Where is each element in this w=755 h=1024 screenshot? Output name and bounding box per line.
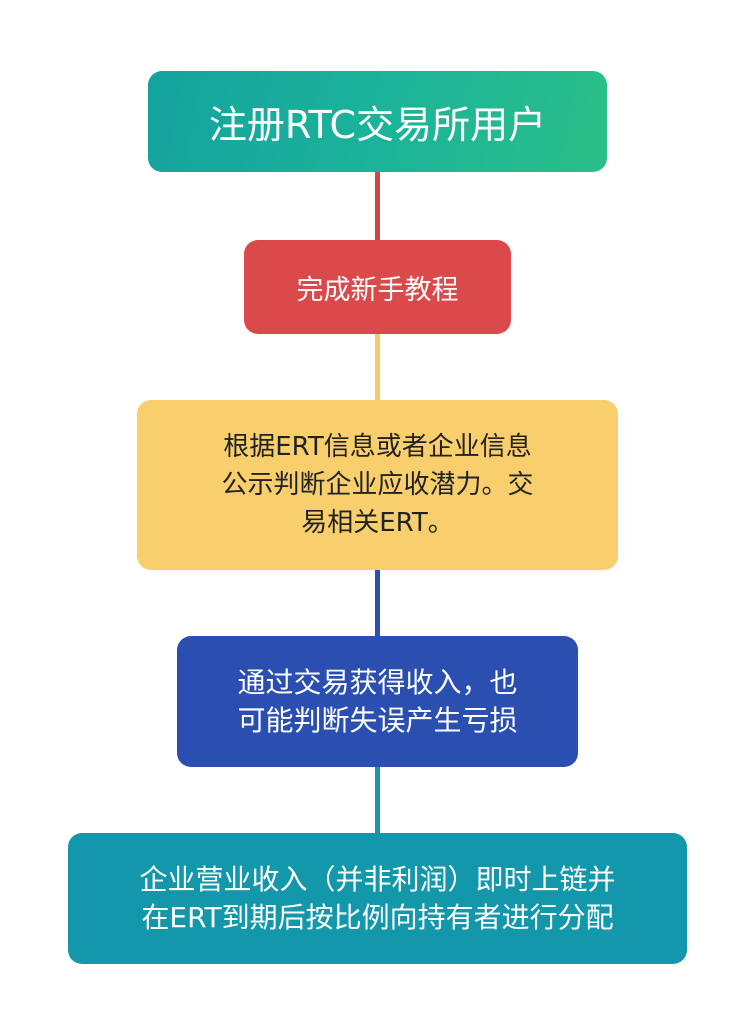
step-revenue-distribution: 企业营业收入（并非利润）即时上链并 在ERT到期后按比例向持有者进行分配 (68, 833, 687, 964)
step-text: 注册RTC交易所用户 (208, 103, 547, 147)
step-text-line: 易相关ERT。 (301, 508, 454, 538)
step-evaluate-and-trade: 根据ERT信息或者企业信息 公示判断企业应收潜力。交 易相关ERT。 (137, 400, 618, 570)
connector-3-4 (375, 570, 380, 636)
step-text-line: 公示判断企业应收潜力。交 (221, 470, 534, 500)
step-text: 完成新手教程 (296, 274, 459, 306)
step-text-line: 可能判断失误产生亏损 (237, 703, 518, 737)
connector-4-5 (375, 767, 380, 833)
step-text-line: 在ERT到期后按比例向持有者进行分配 (141, 900, 614, 934)
step-text-line: 企业营业收入（并非利润）即时上链并 (139, 862, 616, 896)
step-text-line: 根据ERT信息或者企业信息 (223, 432, 532, 462)
connector-1-2 (375, 172, 380, 240)
connector-2-3 (375, 334, 380, 400)
step-register-user: 注册RTC交易所用户 (148, 71, 607, 172)
step-complete-tutorial: 完成新手教程 (244, 240, 511, 334)
step-gain-or-loss: 通过交易获得收入，也 可能判断失误产生亏损 (177, 636, 578, 767)
step-text-line: 通过交易获得收入，也 (237, 665, 518, 699)
